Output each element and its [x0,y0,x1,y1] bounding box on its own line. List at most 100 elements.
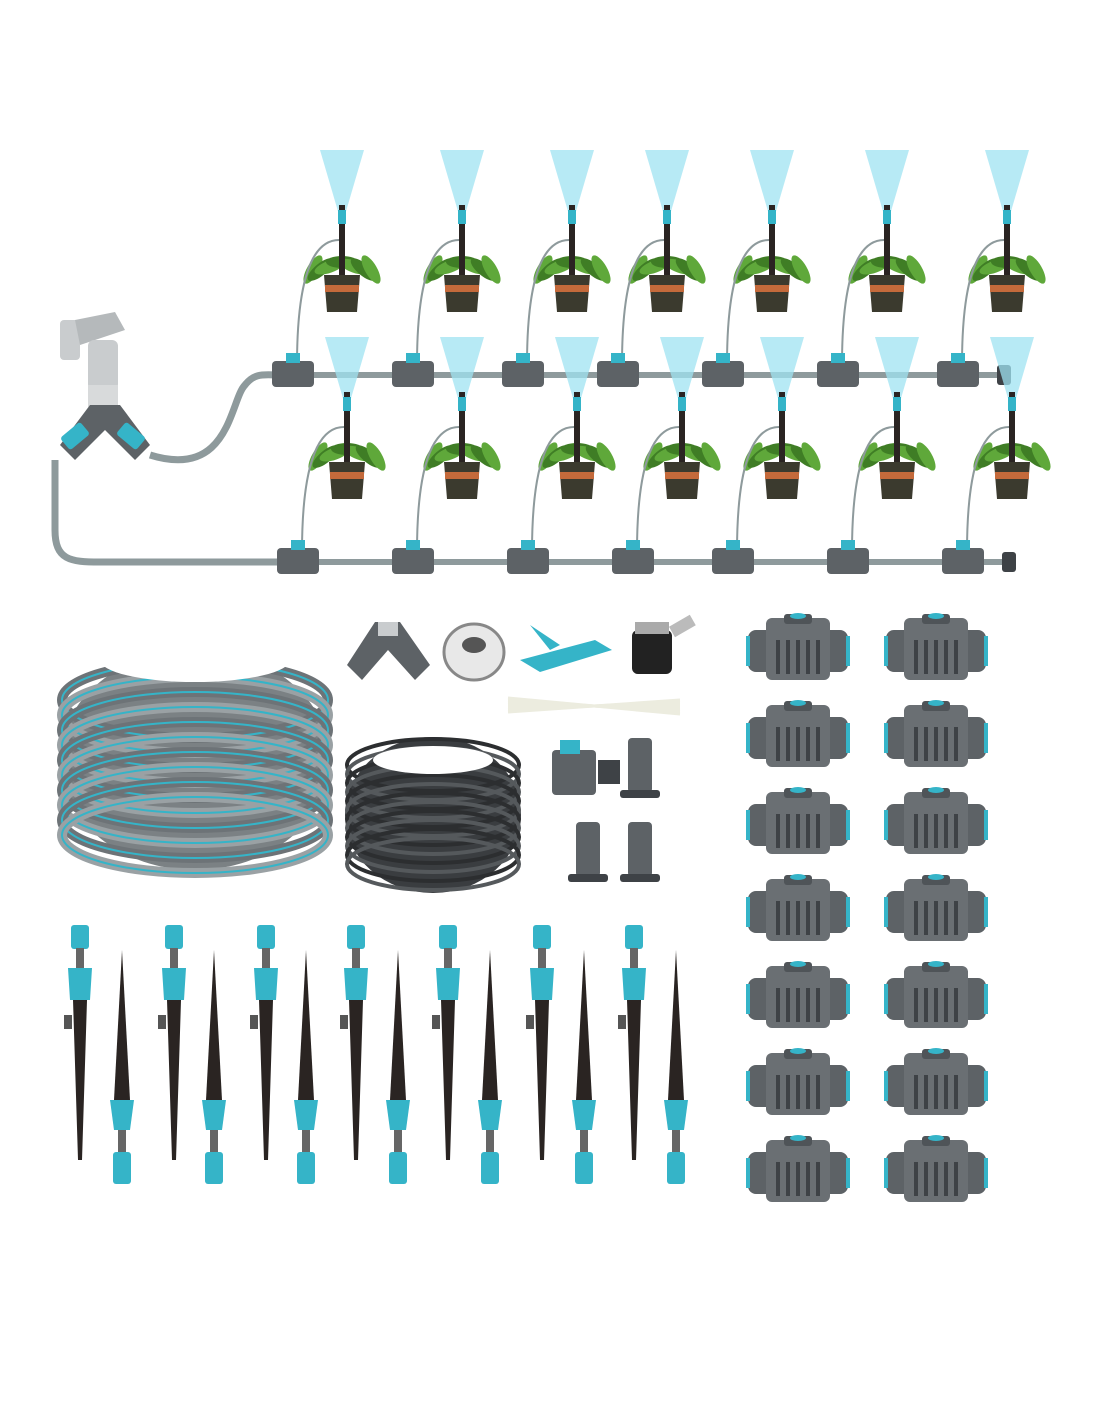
micro-tube [296,239,340,366]
leaf [361,255,381,284]
tube-loop [345,818,521,874]
tee-connector [817,361,859,387]
hose-stripe [61,736,329,814]
hose-stripe [61,781,329,859]
sprinkler-head [343,397,351,411]
pot-label-band [325,285,359,292]
sprinkler-head [568,210,576,224]
leaf [686,255,706,284]
sprinkler-head [768,210,776,224]
tee-connector [392,548,434,574]
mist-spray [990,337,1034,412]
pot [554,275,590,312]
mist-spray [440,150,484,225]
end-stop-icon [552,740,620,795]
tee-connector [392,361,434,387]
adjustable-dripper-icon [618,925,646,1160]
faucet-adapter-icon [632,614,696,674]
tee-connector [502,361,544,387]
leaf [366,442,386,471]
hose-to-row-1 [148,371,281,464]
tee-connector-grid [746,613,988,1202]
stake-with-connector-icon [294,950,318,1184]
tee-connector-icon [746,613,850,680]
mist-spray [555,337,599,412]
stake-with-connector-icon [664,950,688,1184]
pot [444,275,480,312]
leaf [481,442,501,471]
sprinkler-stake [894,392,900,462]
tee-connector-outlet [406,353,420,363]
mist-spray [865,150,909,225]
plant-with-sprinkler [937,150,1046,387]
pot-label-band [765,472,799,479]
coil-center [373,746,493,774]
adjustable-dripper-icon [432,925,460,1160]
sprinkler-stake [459,205,465,275]
leaf [791,255,811,284]
pot-label-band [560,472,594,479]
pot-label-band [755,285,789,292]
pot [869,275,905,312]
sprinkler-stake [884,205,890,275]
tee-connector-icon [884,961,988,1028]
adjustable-dripper-icon [340,925,368,1160]
tee-connector-outlet [521,540,535,550]
micro-tube [416,239,460,366]
adjustable-dripper-icon [250,925,278,1160]
micro-tube [526,239,570,366]
tee-connector [277,548,319,574]
tube-loop [345,827,521,883]
tee-connector-icon [884,1135,988,1202]
sprinkler-stake [344,392,350,462]
sprinkler-stake [769,205,775,275]
tube-cutter-icon [520,625,612,672]
tee-connector-icon [746,874,850,941]
pot-label-band [650,285,684,292]
sprinkler-stake [664,205,670,275]
tee-connector [272,361,314,387]
dripper-stakes [64,925,688,1184]
adjustable-dripper-icon [64,925,92,1160]
tee-connector-outlet [726,540,740,550]
sprinkler-stake [569,205,575,275]
plant-row-1 [272,150,1046,387]
pot-label-band [995,472,1029,479]
plant-with-sprinkler [712,337,821,574]
tee-connector [712,548,754,574]
micro-tube [621,239,665,366]
pot-label-band [445,472,479,479]
plant-with-sprinkler [702,150,811,387]
sprinkler-head [1003,210,1011,224]
plant-with-sprinkler [272,150,381,387]
tee-connector-outlet [626,540,640,550]
mist-spray [440,337,484,412]
sprinkler-head [458,210,466,224]
leaf [1031,442,1051,471]
adjustable-dripper-icon [526,925,554,1160]
leaf [701,442,721,471]
tube-loop [345,809,521,865]
mist-spray [750,150,794,225]
plant-with-sprinkler [392,337,501,574]
pot-label-band [330,472,364,479]
pot-label-band [990,285,1024,292]
spare-y-splitter-icon [347,622,430,680]
pot-label-band [870,285,904,292]
accessories [347,614,696,882]
sprinkler-head [458,397,466,411]
plant-with-sprinkler [502,150,611,387]
stake-with-connector-icon [110,950,134,1184]
goof-plug-icon [620,822,660,882]
tee-connector [507,548,549,574]
tee-connector-icon [746,787,850,854]
tee-connector-outlet [831,353,845,363]
sprinkler-stake [1009,392,1015,462]
micro-tube-coil [345,737,521,893]
plant-with-sprinkler [817,150,926,387]
tee-connector-icon [884,874,988,941]
sprinkler-stake [339,205,345,275]
leaf [591,255,611,284]
